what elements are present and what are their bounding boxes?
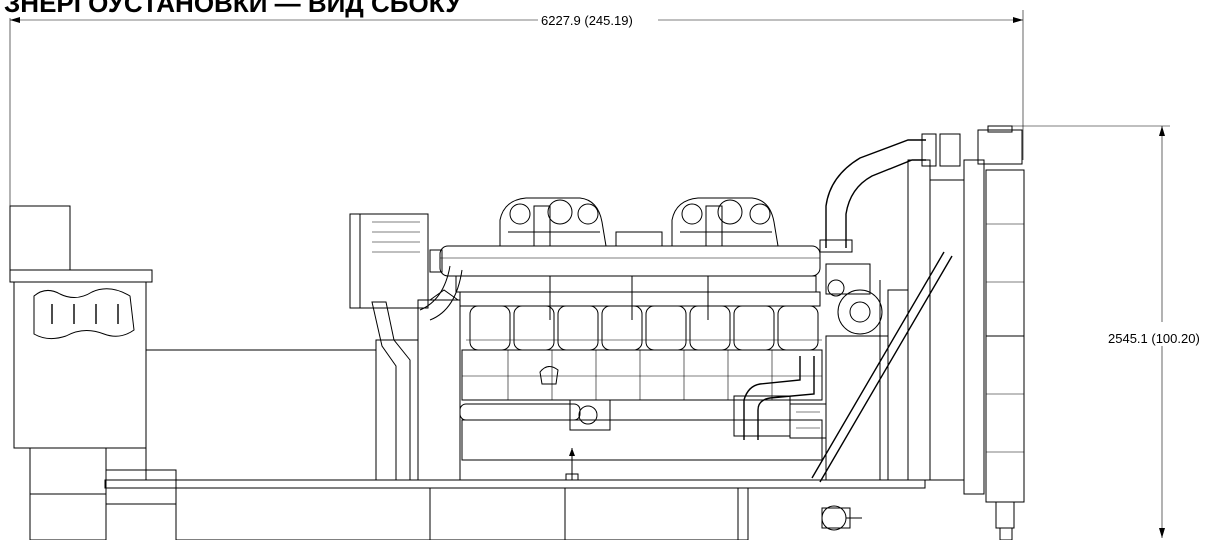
radiator-core bbox=[929, 179, 965, 481]
height-dimension: 2545.1 (100.20) bbox=[1010, 125, 1200, 538]
skid-rail bbox=[175, 487, 749, 540]
page-title: ЗНЕРГОУСТАНОВКИ — ВИД СБОКУ bbox=[4, 0, 462, 18]
cylinder-heads bbox=[466, 305, 822, 351]
control-panel bbox=[9, 205, 153, 540]
coolant-pipe-upper bbox=[825, 139, 926, 248]
fuel-pump bbox=[821, 505, 847, 531]
intake-manifold bbox=[439, 245, 821, 277]
length-dim-label: 6227.9 (245.19) bbox=[541, 13, 633, 28]
base-skid bbox=[104, 479, 926, 540]
radiator-brace bbox=[811, 251, 945, 479]
control-box bbox=[9, 205, 71, 271]
coolant-pipe-lower bbox=[743, 356, 801, 440]
radiator-cap-housing bbox=[977, 129, 1023, 165]
height-arrow-bottom bbox=[1159, 528, 1165, 538]
height-arrow-top bbox=[1159, 126, 1165, 136]
generator bbox=[105, 339, 419, 505]
height-dim-label: 2545.1 (100.20) bbox=[1108, 331, 1200, 346]
length-arrow-left bbox=[10, 17, 20, 23]
turbocharger-right bbox=[671, 197, 779, 247]
data-plate bbox=[789, 403, 827, 439]
engine-block bbox=[461, 349, 823, 401]
alternator-body bbox=[145, 349, 377, 481]
water-pump bbox=[837, 289, 883, 335]
length-arrow-right bbox=[1013, 17, 1023, 23]
engine bbox=[349, 197, 823, 481]
radiator-lower-section bbox=[985, 335, 1025, 503]
radiator-upper-section bbox=[985, 169, 1025, 337]
cooling-system bbox=[733, 125, 1025, 540]
length-dimension: 6227.9 (245.19) bbox=[9, 10, 1024, 206]
access-door-window bbox=[33, 288, 135, 340]
oil-pan bbox=[461, 419, 823, 461]
air-filter-box bbox=[349, 213, 429, 309]
turbocharger-left bbox=[499, 197, 607, 247]
